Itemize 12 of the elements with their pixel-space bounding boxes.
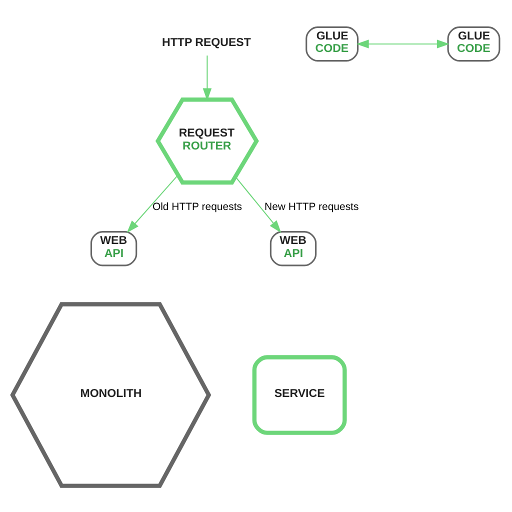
node-box: WEB API bbox=[90, 230, 138, 266]
arrow bbox=[126, 174, 178, 232]
node-text: HTTP REQUEST bbox=[162, 36, 251, 48]
arrow bbox=[234, 176, 282, 232]
node-box: SERVICE bbox=[252, 354, 347, 434]
arrow bbox=[202, 55, 212, 100]
edge-label: Old HTTP requests bbox=[152, 201, 242, 212]
edge-label: New HTTP requests bbox=[264, 201, 359, 212]
arrow bbox=[356, 39, 450, 48]
node-box: WEB API bbox=[270, 230, 317, 266]
node-box: GLUE CODE bbox=[447, 26, 500, 62]
node-box: GLUE CODE bbox=[306, 26, 359, 62]
